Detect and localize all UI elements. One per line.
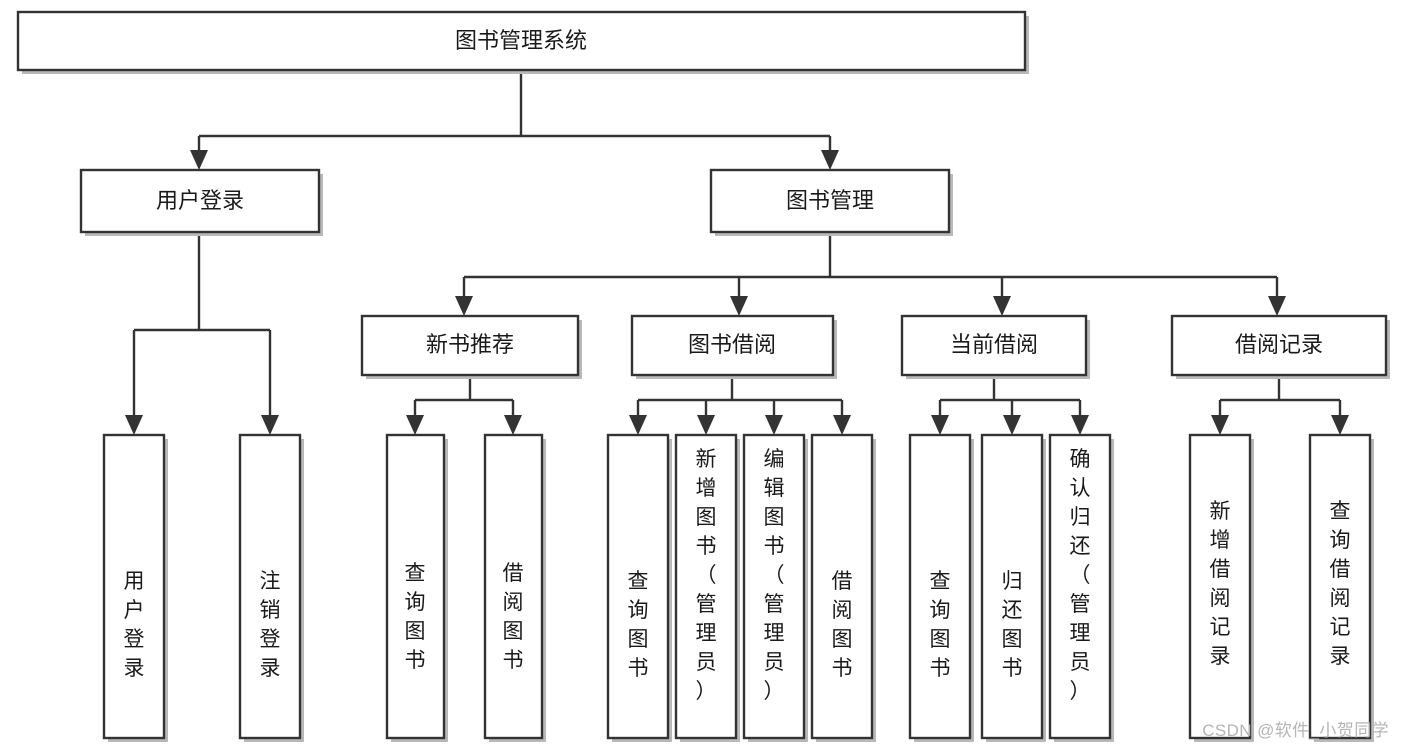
arrow-borrow-leaf1-icon [629,415,647,435]
node-leaf-current-query[interactable]: 查询图书 [908,433,974,742]
node-leaf-newbook-query[interactable]: 查询图书 [385,433,448,742]
arrow-login-leaf1-icon [125,415,143,435]
arrow-bm-borrow-icon [730,296,748,316]
node-book-management[interactable]: 图书管理 [709,168,953,236]
node-leaf-newbook-borrow-label: 借阅图书 [503,562,524,672]
node-leaf-current-return-label: 归还图书 [1002,570,1023,680]
node-leaf-records-query-label: 查询借阅记录 [1330,500,1351,668]
arrow-root-to-bookmgmt-icon [821,150,839,170]
node-leaf-records-add-label: 新增借阅记录 [1210,500,1231,668]
node-leaf-user-login-label: 用户登录 [124,570,145,680]
arrow-records-leaf2-icon [1331,415,1349,435]
node-leaf-borrow-add[interactable]: 新增图书（管理员） [674,433,740,742]
node-leaf-borrow-edit-label: 编辑图书（管理员） [764,448,785,703]
node-leaf-user-logout[interactable]: 注销登录 [238,433,304,742]
arrow-newbook-leaf1-icon [406,415,424,435]
node-root[interactable]: 图书管理系统 [16,10,1029,74]
node-new-book-recommend-label: 新书推荐 [426,332,514,357]
node-leaf-records-query[interactable]: 查询借阅记录 [1308,433,1374,742]
node-borrow-records[interactable]: 借阅记录 [1170,314,1390,379]
connector-layer [125,70,1349,435]
node-leaf-borrow-borrow[interactable]: 借阅图书 [810,433,876,742]
node-user-login[interactable]: 用户登录 [79,168,323,236]
node-leaf-newbook-borrow[interactable]: 借阅图书 [483,433,546,742]
node-leaf-current-return[interactable]: 归还图书 [980,433,1046,742]
node-leaf-current-confirm[interactable]: 确认归还（管理员） [1048,433,1114,742]
arrow-bm-newbook-icon [455,296,473,316]
node-borrow-records-label: 借阅记录 [1235,332,1323,357]
node-leaf-records-add[interactable]: 新增借阅记录 [1188,433,1254,742]
arrow-login-leaf2-icon [261,415,279,435]
node-leaf-borrow-edit[interactable]: 编辑图书（管理员） [742,433,808,742]
node-leaf-borrow-query-label: 查询图书 [628,570,649,680]
node-book-borrow[interactable]: 图书借阅 [630,314,837,379]
node-book-borrow-label: 图书借阅 [688,332,776,357]
node-book-management-label: 图书管理 [786,188,874,213]
arrow-bm-current-icon [993,296,1011,316]
arrow-borrow-leaf2-icon [697,415,715,435]
node-leaf-user-login[interactable]: 用户登录 [102,433,168,742]
node-root-label: 图书管理系统 [455,28,587,53]
node-current-borrow-label: 当前借阅 [950,332,1038,357]
node-leaf-borrow-borrow-label: 借阅图书 [832,570,853,680]
arrow-borrow-leaf4-icon [833,415,851,435]
arrow-newbook-leaf2-icon [504,415,522,435]
arrow-root-to-login-icon [190,150,208,170]
node-leaf-user-logout-label: 注销登录 [260,570,281,680]
node-current-borrow[interactable]: 当前借阅 [900,314,1090,379]
node-leaf-newbook-query-label: 查询图书 [405,562,426,672]
arrow-bm-records-icon [1268,296,1286,316]
node-new-book-recommend[interactable]: 新书推荐 [360,314,582,379]
node-leaf-borrow-add-label: 新增图书（管理员） [696,448,717,703]
arrow-current-leaf2-icon [1003,415,1021,435]
arrow-borrow-leaf3-icon [765,415,783,435]
node-leaf-current-confirm-label: 确认归还（管理员） [1070,448,1091,703]
arrow-current-leaf3-icon [1071,415,1089,435]
node-user-login-label: 用户登录 [156,188,244,213]
node-leaf-current-query-label: 查询图书 [930,570,951,680]
arrow-current-leaf1-icon [931,415,949,435]
arrow-records-leaf1-icon [1211,415,1229,435]
node-leaf-borrow-query[interactable]: 查询图书 [606,433,672,742]
